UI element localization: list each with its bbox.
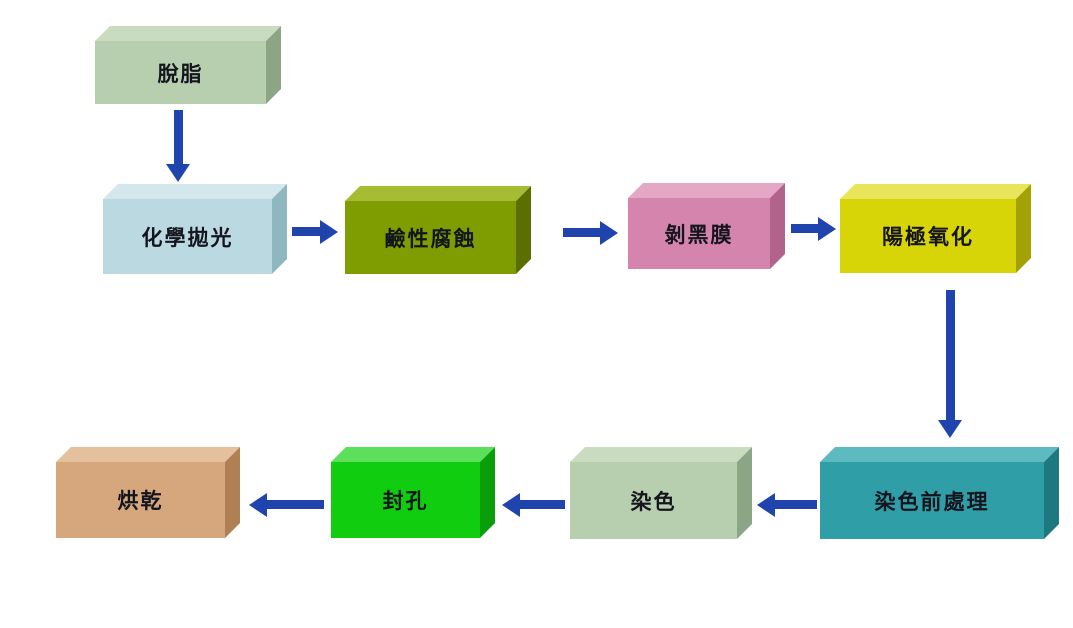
- node-strip-black-film-front-face: 剝黑膜: [628, 198, 770, 269]
- arrow-head-down-icon: [166, 164, 190, 182]
- node-strip-black-film-side-face: [770, 183, 785, 269]
- arrow-head-right-icon: [320, 220, 338, 244]
- node-chemical-polish: 化學拋光: [103, 184, 287, 274]
- node-chemical-polish-top-face: [103, 184, 287, 199]
- node-alkaline-etch: 鹼性腐蝕: [345, 186, 531, 274]
- arrow-head-left-icon: [757, 493, 775, 517]
- node-degrease: 脫脂: [95, 26, 281, 104]
- node-anodize-label: 陽極氧化: [882, 225, 974, 249]
- node-degrease-label: 脫脂: [157, 61, 204, 86]
- node-pre-dye-treatment-side-face: [1044, 447, 1059, 539]
- node-seal-front-face: 封孔: [331, 462, 480, 538]
- node-strip-black-film-label: 剝黑膜: [664, 222, 734, 247]
- node-dye: 染色: [570, 447, 752, 539]
- node-dry-front-face: 烘乾: [56, 462, 225, 538]
- node-chemical-polish-front-face: 化學拋光: [103, 199, 272, 274]
- node-dry-side-face: [225, 447, 240, 538]
- node-anodize: 陽極氧化: [840, 184, 1031, 273]
- arrow-head-right-icon: [600, 221, 618, 245]
- arrow-head-right-icon: [818, 217, 836, 241]
- node-strip-black-film: 剝黑膜: [628, 183, 785, 269]
- node-pre-dye-treatment: 染色前處理: [820, 447, 1059, 539]
- arrow-shaft: [174, 110, 183, 166]
- node-chemical-polish-side-face: [272, 184, 287, 274]
- node-dry-top-face: [56, 447, 240, 462]
- node-alkaline-etch-front-face: 鹼性腐蝕: [345, 201, 516, 274]
- arrow-shaft: [775, 500, 817, 509]
- arrow-shaft: [563, 228, 600, 237]
- node-dry: 烘乾: [56, 447, 240, 538]
- node-pre-dye-treatment-label: 染色前處理: [874, 489, 990, 514]
- node-chemical-polish-label: 化學拋光: [141, 225, 234, 250]
- node-anodize-top-face: [840, 184, 1031, 199]
- arrow-head-left-icon: [502, 493, 520, 517]
- arrow-shaft: [520, 500, 565, 509]
- node-dry-label: 烘乾: [117, 489, 164, 513]
- node-degrease-side-face: [266, 26, 281, 104]
- node-seal-top-face: [331, 447, 495, 462]
- node-alkaline-etch-side-face: [516, 186, 531, 274]
- arrow-shaft: [292, 227, 320, 236]
- node-seal: 封孔: [331, 447, 495, 538]
- arrow-shaft: [946, 290, 955, 420]
- node-degrease-front-face: 脫脂: [95, 41, 266, 104]
- node-degrease-top-face: [95, 26, 281, 41]
- node-dye-side-face: [737, 447, 752, 539]
- arrow-head-down-icon: [938, 420, 962, 438]
- node-alkaline-etch-label: 鹼性腐蝕: [384, 226, 477, 251]
- node-anodize-side-face: [1016, 184, 1031, 273]
- node-anodize-front-face: 陽極氧化: [840, 199, 1016, 273]
- node-strip-black-film-top-face: [628, 183, 785, 198]
- node-seal-side-face: [480, 447, 495, 538]
- arrow-head-left-icon: [249, 493, 267, 517]
- node-pre-dye-treatment-front-face: 染色前處理: [820, 462, 1044, 539]
- node-dye-label: 染色: [630, 489, 677, 514]
- node-dye-front-face: 染色: [570, 462, 737, 539]
- arrow-shaft: [267, 500, 324, 509]
- arrow-shaft: [791, 224, 818, 233]
- node-seal-label: 封孔: [382, 489, 429, 513]
- node-alkaline-etch-top-face: [345, 186, 531, 201]
- node-dye-top-face: [570, 447, 752, 462]
- node-pre-dye-treatment-top-face: [820, 447, 1059, 462]
